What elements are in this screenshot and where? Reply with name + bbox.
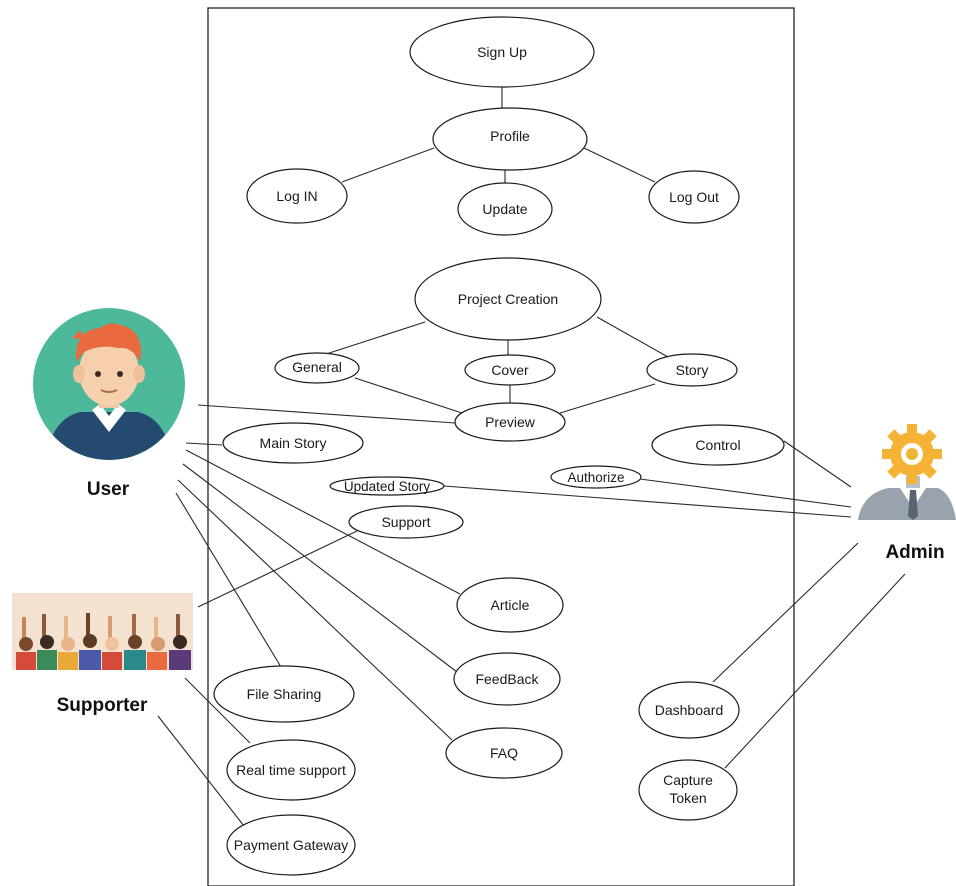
crowd-icon xyxy=(12,593,193,670)
use-case-main-story: Main Story xyxy=(222,422,364,464)
line-user-feedback xyxy=(182,463,458,673)
use-case-preview: Preview xyxy=(454,402,566,442)
use-case-label: Preview xyxy=(485,414,536,430)
use-case-label: General xyxy=(292,359,342,375)
use-case-project-creation: Project Creation xyxy=(414,257,602,341)
line-user-faq xyxy=(177,479,453,741)
use-case-label: Profile xyxy=(490,128,530,144)
use-case-faq: FAQ xyxy=(445,727,563,779)
use-case-label: Updated Story xyxy=(344,479,431,494)
line-user-mainstory xyxy=(185,442,223,446)
use-case-label: Control xyxy=(695,437,740,453)
use-case-label: Article xyxy=(491,597,530,613)
use-case-label-line-2: Token xyxy=(669,790,706,806)
actor-user: User xyxy=(33,308,185,500)
use-case-label: File Sharing xyxy=(247,686,322,702)
use-case-story: Story xyxy=(646,353,738,387)
use-case-real-time-support: Real time support xyxy=(226,739,356,801)
use-case-updated-story: Updated Story xyxy=(329,476,445,496)
use-case-label: FeedBack xyxy=(475,671,539,687)
use-case-label: Log Out xyxy=(669,189,719,205)
actor-admin-label: Admin xyxy=(885,542,944,563)
use-case-profile: Profile xyxy=(432,107,588,171)
use-case-label: Real time support xyxy=(236,762,346,778)
actor-supporter-label: Supporter xyxy=(57,695,148,716)
use-case-file-sharing: File Sharing xyxy=(213,665,355,723)
use-case-log-in: Log IN xyxy=(246,168,348,224)
line-user-preview xyxy=(197,404,456,424)
line-supporter-support xyxy=(197,530,358,608)
use-case-control: Control xyxy=(651,424,785,466)
line-admin-capturetoken xyxy=(724,573,906,769)
use-case-label: Dashboard xyxy=(655,702,724,718)
use-case-label: Project Creation xyxy=(458,291,558,307)
actor-admin: Admin xyxy=(858,424,956,563)
use-case-label: Sign Up xyxy=(477,44,527,60)
use-case-article: Article xyxy=(456,577,564,633)
line-user-article xyxy=(185,449,461,595)
line-admin-updatedstory xyxy=(443,485,852,518)
use-case-label: Authorize xyxy=(567,470,624,485)
use-case-general: General xyxy=(274,352,360,384)
line-profile-login xyxy=(341,147,435,183)
use-case-dashboard: Dashboard xyxy=(638,681,740,739)
line-profile-logout xyxy=(583,147,656,183)
use-case-label: FAQ xyxy=(490,745,518,761)
line-supporter-payment xyxy=(157,715,245,827)
line-admin-dashboard xyxy=(712,542,859,683)
actor-user-label: User xyxy=(87,479,130,500)
line-supporter-realtime xyxy=(184,677,251,744)
use-case-support: Support xyxy=(348,505,464,539)
line-admin-control xyxy=(783,440,852,488)
use-case-capture-token: Capture Token xyxy=(638,759,738,821)
use-case-payment-gateway: Payment Gateway xyxy=(226,814,356,876)
use-case-log-out: Log Out xyxy=(648,170,740,224)
line-story-preview xyxy=(559,383,656,414)
use-case-label: Support xyxy=(381,514,430,530)
use-case-label: Update xyxy=(482,201,527,217)
line-project-story xyxy=(596,316,669,358)
use-case-label-line-1: Capture xyxy=(663,772,713,788)
actor-supporter: Supporter xyxy=(12,593,193,716)
use-case-update: Update xyxy=(457,182,553,236)
use-case-label: Log IN xyxy=(276,188,317,204)
associations xyxy=(157,86,906,827)
line-user-filesharing xyxy=(175,492,282,668)
use-case-label: Main Story xyxy=(260,435,327,451)
use-case-cover: Cover xyxy=(464,354,556,386)
line-project-general xyxy=(319,321,426,357)
use-case-sign-up: Sign Up xyxy=(409,16,595,88)
line-admin-authorize xyxy=(639,478,852,508)
admin-gear-person-icon xyxy=(858,424,956,520)
use-case-feedback: FeedBack xyxy=(453,652,561,706)
line-general-preview xyxy=(354,377,463,414)
use-case-label: Cover xyxy=(491,362,529,378)
use-case-label: Payment Gateway xyxy=(234,837,348,853)
system-boundary xyxy=(207,7,795,886)
user-avatar-icon xyxy=(33,308,185,460)
use-case-authorize: Authorize xyxy=(550,465,642,489)
use-case-label: Story xyxy=(676,362,709,378)
